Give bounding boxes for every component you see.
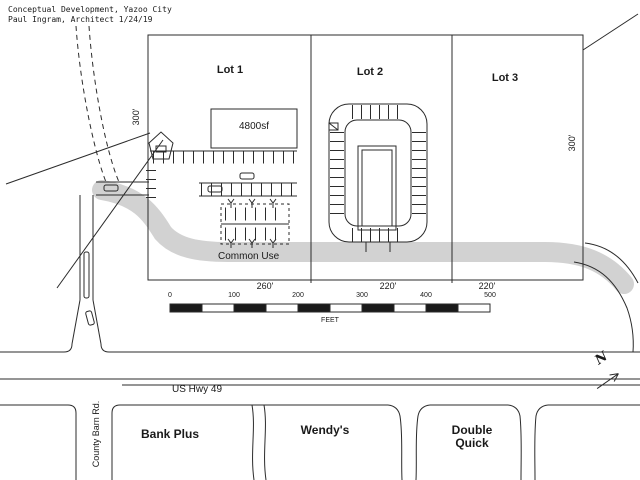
scale-tick-0: 0 [168,292,172,299]
tree-icon [269,238,277,248]
depth-dim-right: 300' [567,134,578,152]
car-icon [155,145,167,153]
lot1-parking [146,150,297,248]
tree-icon [227,238,235,248]
business-wendys: Wendy's [300,423,350,437]
car-icon [85,310,95,326]
lot2-ring-parking [328,103,428,252]
cross-street-label: County Barn Rd. [91,400,102,468]
parcel-divider [263,404,267,480]
lot1-width-dim: 260' [256,281,274,291]
lot3-label: Lot 3 [491,72,519,84]
depth-dim-left: 300' [131,108,142,126]
lot2-width-dim: 220' [379,281,397,291]
parcel-divider [251,404,255,480]
property-boundary [147,34,584,283]
scale-tick-300: 300 [356,292,368,299]
lot3-width-dim: 220' [478,281,496,291]
scale-unit-label: FEET [321,317,339,324]
tree-icon [248,198,256,208]
car-icon [239,172,255,180]
scale-tick-500: 500 [484,292,496,299]
car-icon [103,184,119,192]
tree-icon [269,198,277,208]
common-use-drive-shade [92,180,634,294]
drawing-title-line2: Paul Ingram, Architect 1/24/19 [8,15,153,24]
business-double-quick: Double Quick [451,423,493,451]
driveway [387,404,403,480]
tree-icon [227,198,235,208]
building-footprint [210,108,298,149]
dumpster-icon [328,122,339,131]
drawing-title-line1: Conceptual Development, Yazoo City [8,5,172,14]
existing-road-lines [5,13,639,353]
car-icon [207,185,223,193]
driveway [415,404,431,480]
scale-bar [169,303,491,313]
tree-icon [248,238,256,248]
highway-label: US Hwy 49 [172,384,223,395]
scale-tick-400: 400 [420,292,432,299]
lot2-label: Lot 2 [356,66,384,78]
driveway [507,404,522,480]
driveway [534,404,549,480]
common-use-label: Common Use [218,251,280,262]
business-bank-plus: Bank Plus [140,427,200,441]
scale-tick-200: 200 [292,292,304,299]
median-island [83,251,90,299]
highway-linework [0,343,640,480]
building-area-label: 4800sf [238,121,270,132]
north-arrow-icon [596,373,619,389]
lot1-label: Lot 1 [216,64,244,76]
lot2-building [357,145,397,231]
scale-tick-100: 100 [228,292,240,299]
